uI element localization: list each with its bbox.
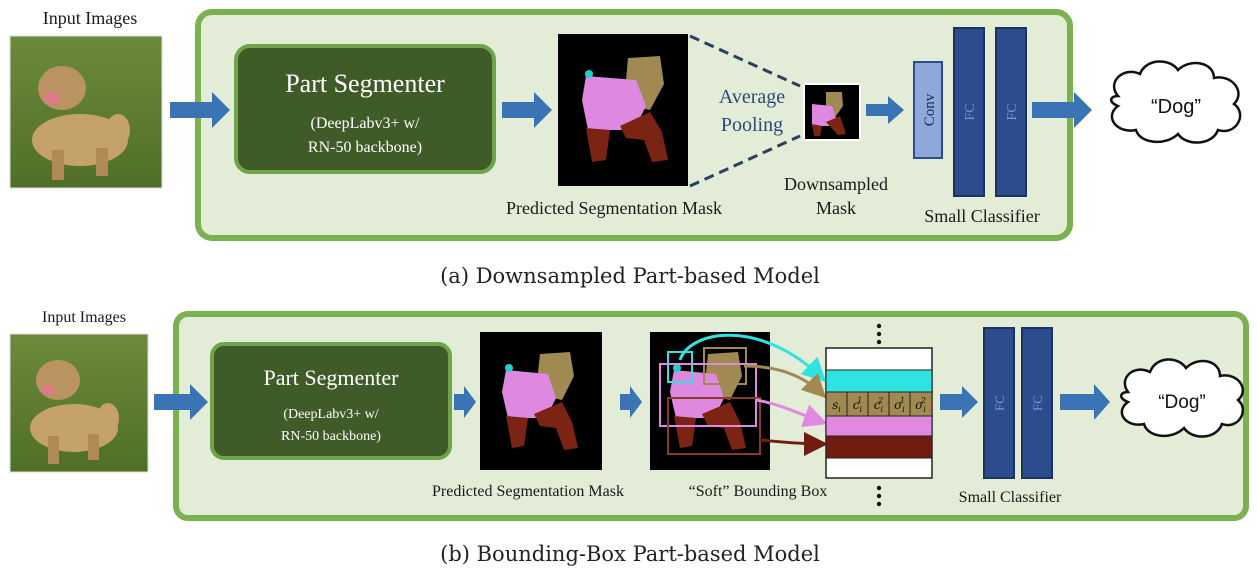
small-classifier-label-a: Small Classifier xyxy=(924,206,1040,226)
arrow-icon xyxy=(620,386,642,418)
output-cloud-b xyxy=(1120,358,1245,438)
downsampled-mask xyxy=(803,83,861,141)
segmentation-mask-b xyxy=(480,332,602,470)
pink-part-arrow xyxy=(755,398,828,428)
vector-ellipsis-bottom xyxy=(876,485,882,507)
vector-cell-s: si xyxy=(832,398,841,414)
vector-cell-c2: ci2 xyxy=(874,396,884,414)
arrow-icon xyxy=(1032,92,1092,128)
fc-layer-2-b xyxy=(1021,327,1053,479)
input-images-label-a: Input Images xyxy=(43,8,137,28)
feature-vector xyxy=(825,347,933,479)
projection-line xyxy=(689,34,801,88)
part-segmenter-box-a xyxy=(234,44,496,174)
downsampled-label2: Mask xyxy=(816,198,856,218)
input-dog-image-b xyxy=(9,333,149,473)
fc-layer-2-a xyxy=(995,27,1027,197)
conv-label: Conv xyxy=(922,93,938,126)
fc-label-2-a: FC xyxy=(1005,103,1020,120)
vector-cell-sigma2: σi2 xyxy=(915,396,926,414)
brown-part-arrow xyxy=(759,431,828,456)
vector-cell-sigma1: σi1 xyxy=(894,396,905,414)
part-segmenter-title-b: Part Segmenter xyxy=(263,365,399,390)
arrow-icon xyxy=(170,92,230,128)
mask-label-a: Predicted Segmentation Mask xyxy=(506,198,722,218)
segmentation-mask-a xyxy=(558,34,688,186)
part-segmenter-box-b xyxy=(210,342,452,460)
tan-part-arrow xyxy=(743,364,827,399)
output-label-a: “Dog” xyxy=(1151,96,1201,118)
caption-b: (b) Bounding-Box Part-based Model xyxy=(440,542,820,566)
arrow-icon xyxy=(1060,384,1110,420)
arrow-icon xyxy=(502,92,552,128)
cyan-part-arrow xyxy=(678,333,827,383)
part-segmenter-sub2-a: RN-50 backbone) xyxy=(308,139,422,156)
fc-label-1-a: FC xyxy=(963,103,978,120)
part-segmenter-sub2-b: RN-50 backbone) xyxy=(281,429,381,444)
fc-label-1-b: FC xyxy=(992,395,1007,411)
small-classifier-label-b: Small Classifier xyxy=(959,489,1062,506)
pooling-label2: Pooling xyxy=(721,114,783,136)
conv-layer xyxy=(913,61,943,159)
arrow-icon xyxy=(940,386,978,418)
pooling-label1: Average xyxy=(719,86,785,108)
downsampled-label1: Downsampled xyxy=(784,174,888,194)
projection-line xyxy=(689,134,801,188)
vector-cell-c1: ci1 xyxy=(853,396,863,414)
fc-layer-1-a xyxy=(953,27,985,197)
arrow-icon xyxy=(866,96,904,124)
output-cloud-a xyxy=(1110,60,1242,144)
input-dog-image-a xyxy=(9,35,163,189)
fc-layer-1-b xyxy=(983,327,1015,479)
mask-label-b: Predicted Segmentation Mask xyxy=(432,483,624,500)
part-segmenter-sub1-a: (DeepLabv3+ w/ xyxy=(311,115,421,132)
fc-label-2-b: FC xyxy=(1030,395,1045,411)
vector-row-cyan xyxy=(825,369,933,393)
panel-a: Input Images Part Segmenter (DeepLabv3+ … xyxy=(9,8,1242,288)
vector-row-pink xyxy=(825,415,933,437)
soft-bounding-box-image xyxy=(650,332,770,470)
vector-ellipsis-top xyxy=(876,323,882,345)
output-label-b: “Dog” xyxy=(1158,392,1206,413)
vector-row-brown xyxy=(825,435,933,459)
arrow-icon xyxy=(454,386,476,418)
input-images-label-b: Input Images xyxy=(42,309,126,326)
part-segmenter-sub1-b: (DeepLabv3+ w/ xyxy=(283,407,378,422)
caption-a: (a) Downsampled Part-based Model xyxy=(440,264,820,288)
arrow-icon xyxy=(154,384,208,420)
part-segmenter-title-a: Part Segmenter xyxy=(285,69,445,98)
panel-b: Input Images Part Segmenter (DeepLabv3+ … xyxy=(9,309,1249,566)
bbox-label: “Soft” Bounding Box xyxy=(689,483,828,500)
